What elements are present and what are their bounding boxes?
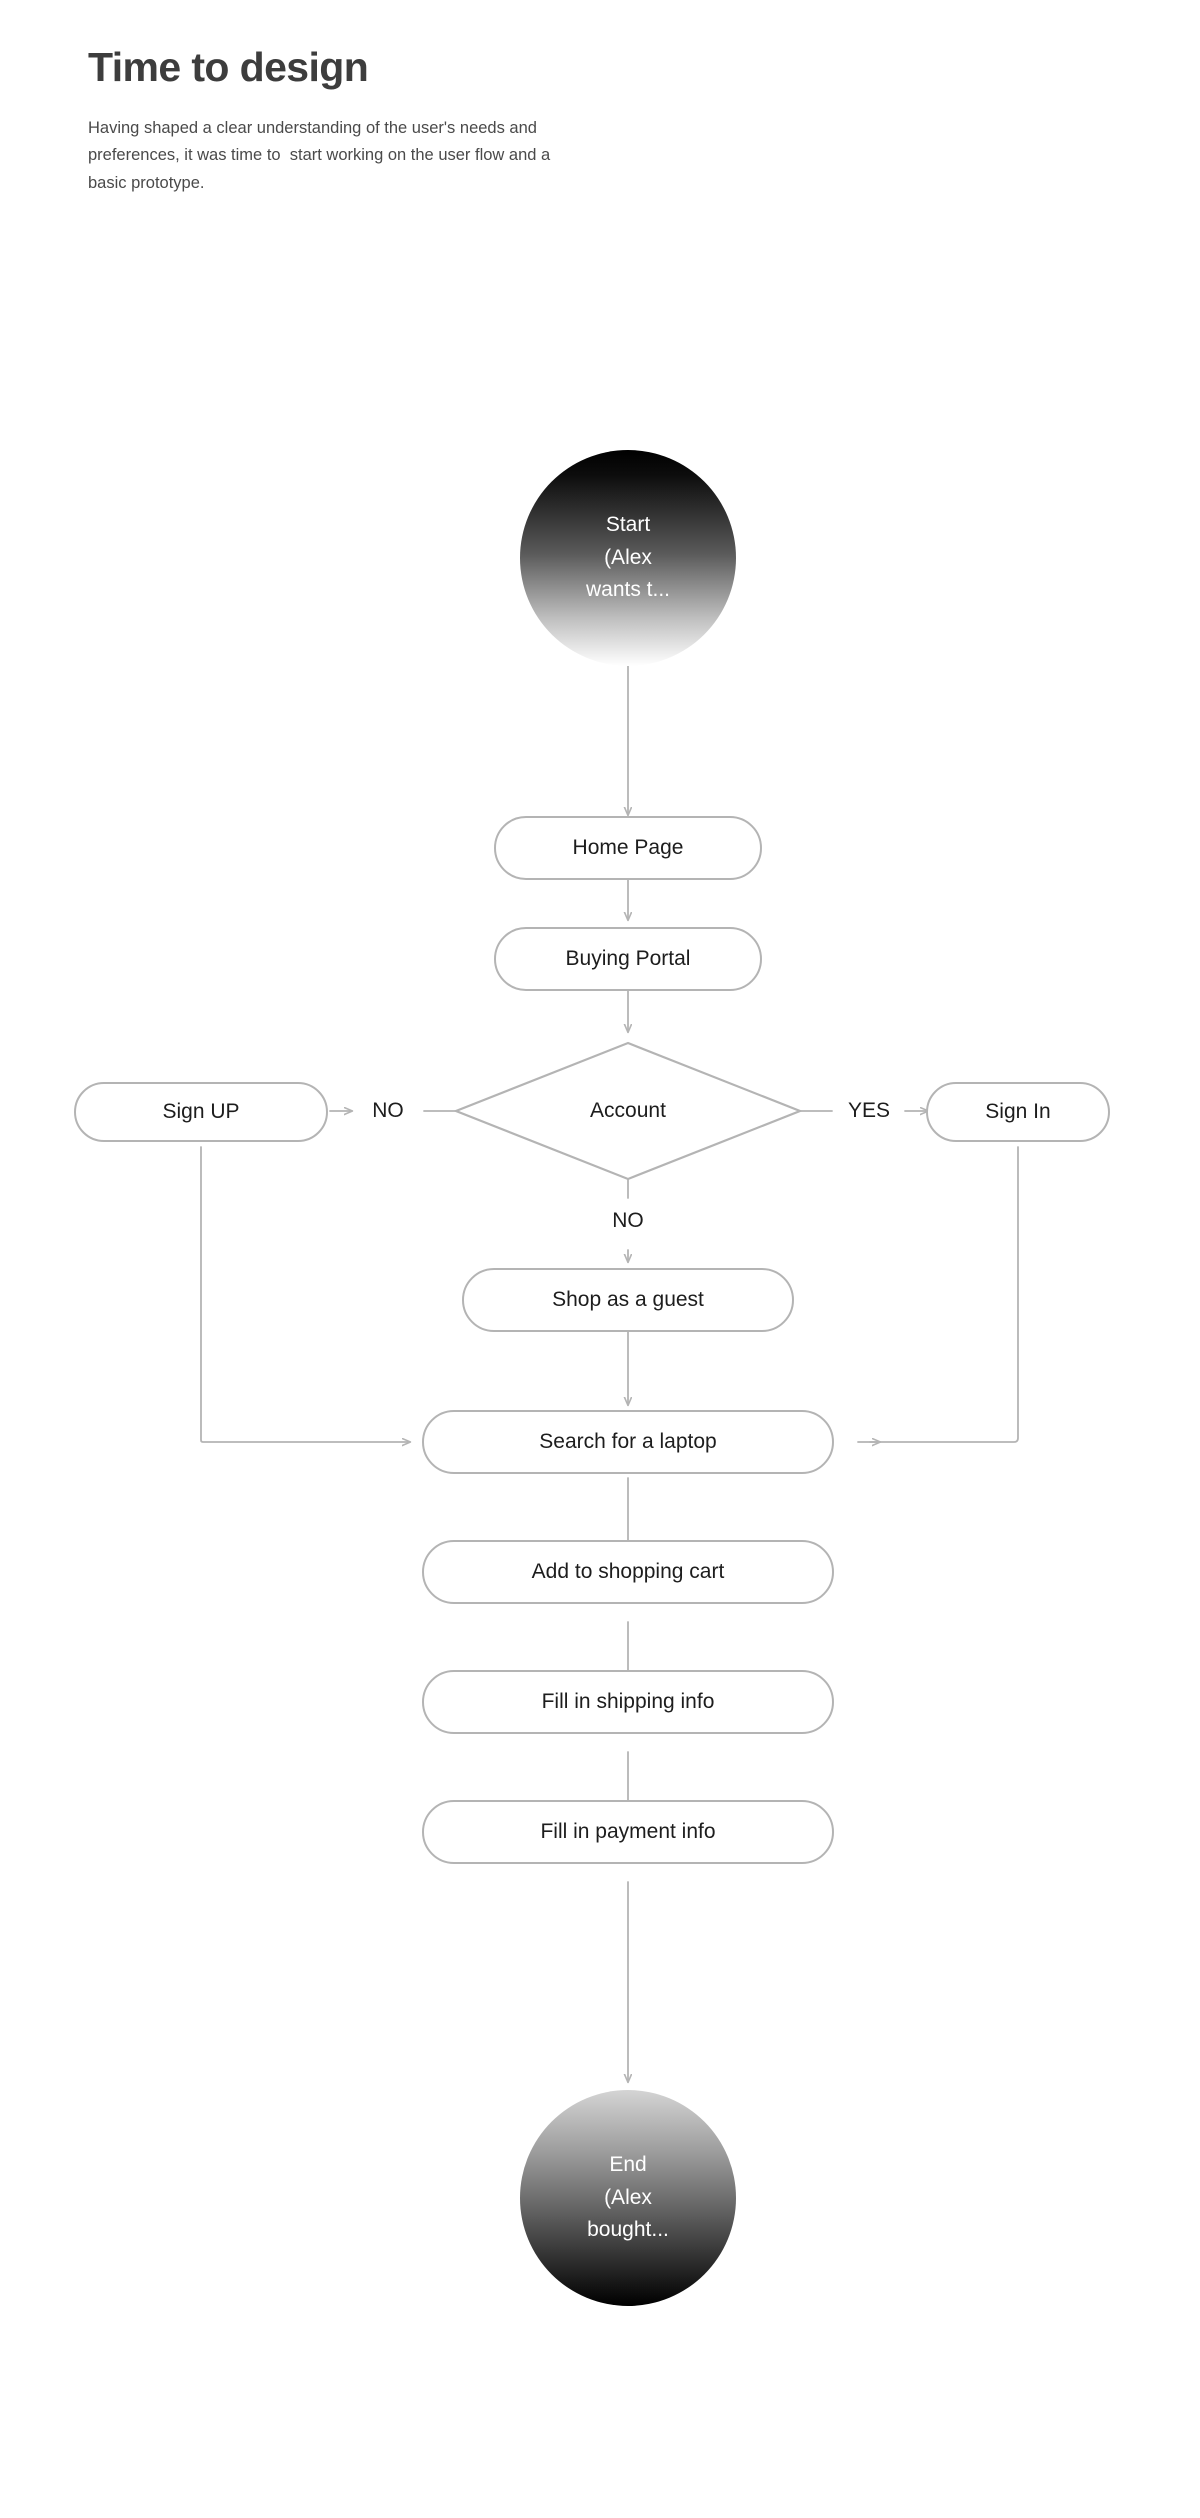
node-buying-portal[interactable]: Buying Portal: [494, 927, 762, 991]
node-sign-up-label: Sign UP: [162, 1100, 240, 1124]
node-sign-in[interactable]: Sign In: [926, 1082, 1110, 1142]
node-shipping-info[interactable]: Fill in shipping info: [422, 1670, 834, 1734]
node-account-label: Account: [590, 1099, 666, 1122]
node-start-line-3: wants t...: [585, 578, 671, 602]
node-shop-as-guest[interactable]: Shop as a guest: [462, 1268, 794, 1332]
node-end-line-1: End: [609, 2153, 647, 2177]
edge-label-no-left-text: NO: [372, 1099, 404, 1122]
node-add-to-cart-label: Add to shopping cart: [531, 1560, 725, 1584]
page-title: Time to design: [88, 44, 369, 90]
edge-label-account-yes-right: YES: [832, 1090, 906, 1132]
node-home-page[interactable]: Home Page: [494, 816, 762, 880]
node-start-line-2: (Alex: [604, 545, 652, 569]
node-search-laptop-label: Search for a laptop: [539, 1430, 717, 1454]
edge-label-yes-text: YES: [847, 1099, 891, 1122]
node-end-line-2: (Alex: [604, 2185, 652, 2209]
edge-label-account-no-left: NO: [352, 1090, 424, 1132]
edge-signin-search: [869, 1146, 1019, 1443]
node-shipping-info-label: Fill in shipping info: [541, 1690, 715, 1714]
edge-signup-search: [200, 1146, 410, 1442]
node-search-laptop[interactable]: Search for a laptop: [422, 1410, 834, 1474]
node-buying-portal-label: Buying Portal: [565, 947, 691, 971]
node-start-line-1: Start: [605, 513, 651, 537]
node-payment-info-label: Fill in payment info: [540, 1820, 716, 1844]
node-start[interactable]: Start (Alex wants t...: [520, 450, 736, 666]
node-end-line-3: bought...: [587, 2218, 669, 2242]
edge-label-account-no-down: NO: [592, 1200, 664, 1242]
node-payment-info[interactable]: Fill in payment info: [422, 1800, 834, 1864]
edge-label-no-down-text: NO: [612, 1209, 644, 1232]
node-home-page-label: Home Page: [572, 836, 684, 860]
node-end[interactable]: End (Alex bought...: [520, 2090, 736, 2306]
node-sign-up[interactable]: Sign UP: [74, 1082, 328, 1142]
node-shop-as-guest-label: Shop as a guest: [552, 1288, 704, 1312]
page-subtitle: Having shaped a clear understanding of t…: [88, 119, 555, 192]
node-sign-in-label: Sign In: [985, 1100, 1051, 1124]
header-block: Time to design Having shaped a clear und…: [88, 44, 648, 197]
node-account-decision[interactable]: Account: [528, 1090, 728, 1132]
node-add-to-cart[interactable]: Add to shopping cart: [422, 1540, 834, 1604]
